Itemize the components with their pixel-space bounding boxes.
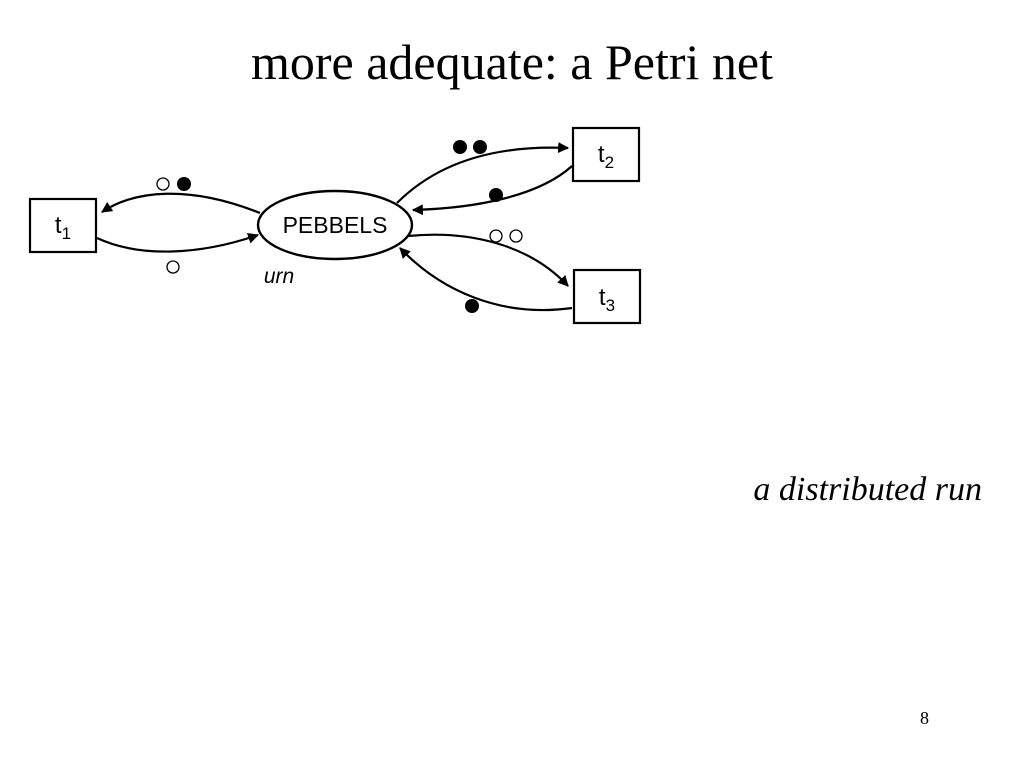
caption: a distributed run — [753, 471, 982, 508]
transition-t2 — [571, 126, 641, 183]
tokens-urn-to-t3 — [489, 229, 523, 243]
transition-t1-label: t1 — [55, 212, 71, 243]
tokens-urn-to-t1 — [156, 177, 191, 191]
black-token — [489, 188, 503, 202]
black-token — [453, 140, 467, 154]
transition-t3 — [572, 268, 642, 325]
place-label: PEBBELS — [283, 212, 388, 238]
white-token — [489, 229, 503, 243]
arc-urn-to-t3 — [407, 233, 569, 287]
slide-title: more adequate: a Petri net — [251, 34, 773, 90]
arc-urn-to-t2 — [396, 142, 570, 204]
transition-t1 — [28, 197, 98, 254]
black-token — [473, 140, 487, 154]
black-token — [465, 299, 479, 313]
transition-t3-label: t3 — [599, 284, 615, 315]
white-token — [166, 260, 180, 274]
black-token — [177, 177, 191, 191]
arc-urn-to-t1 — [101, 192, 261, 215]
tokens-t3-to-urn — [465, 299, 479, 313]
tokens-t2-to-urn — [489, 188, 503, 202]
white-token — [509, 229, 523, 243]
tokens-urn-to-t2 — [453, 140, 487, 154]
arc-t1-to-urn — [96, 233, 260, 253]
tokens-t1-to-urn — [166, 260, 180, 274]
arc-t2-to-urn — [411, 165, 573, 216]
place-sublabel: urn — [264, 265, 294, 288]
page-number: 8 — [920, 708, 929, 728]
arc-t3-to-urn — [399, 247, 573, 312]
place-urn — [256, 189, 414, 261]
transition-t2-label: t2 — [598, 141, 614, 172]
white-token — [156, 177, 170, 191]
